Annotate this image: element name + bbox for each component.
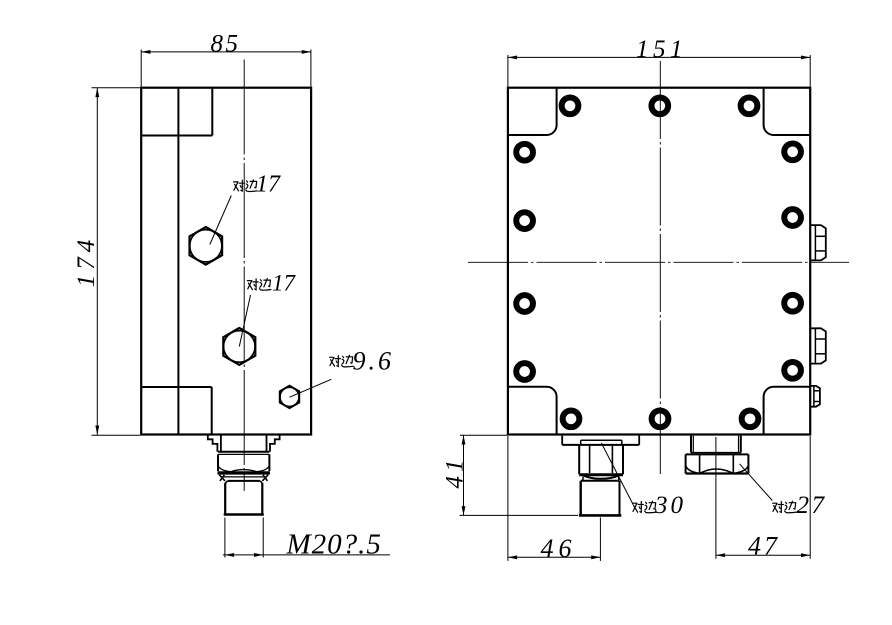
- svg-text:17: 17: [256, 171, 281, 197]
- svg-text:151: 151: [636, 36, 687, 63]
- svg-text:9.6: 9.6: [353, 346, 395, 375]
- svg-text:M20?.5: M20?.5: [286, 528, 382, 560]
- svg-text:47: 47: [748, 531, 780, 560]
- svg-text:30: 30: [654, 492, 686, 519]
- svg-text:46: 46: [541, 534, 577, 563]
- svg-text:41: 41: [442, 456, 469, 489]
- svg-text:17: 17: [272, 270, 297, 295]
- svg-text:174: 174: [73, 235, 100, 288]
- svg-text:27: 27: [797, 492, 827, 519]
- svg-text:85: 85: [211, 30, 241, 57]
